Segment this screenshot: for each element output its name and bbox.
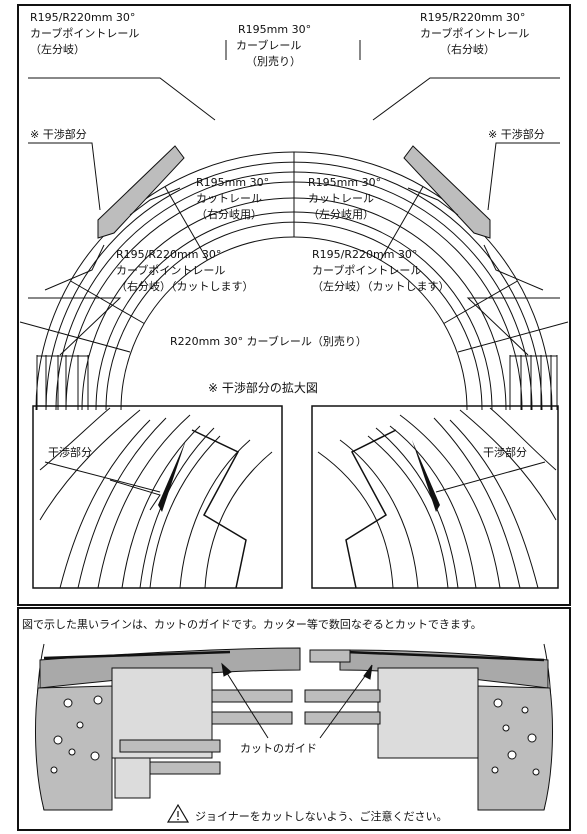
rail-piece-left bbox=[35, 643, 301, 811]
label-cut-rail-left: R195mm 30° カットレール （右分岐用） bbox=[196, 176, 273, 221]
label-bottom-right: R195/R220mm 30° カーブポイントレール （左分岐）（カットします） bbox=[312, 248, 450, 293]
label-bottom-left: R195/R220mm 30° カーブポイントレール （右分岐）（カットします） bbox=[116, 248, 254, 293]
enlarged-title: ※ 干渉部分の拡大図 bbox=[208, 380, 318, 395]
track-ties bbox=[70, 152, 518, 324]
label-top-center: R195mm 30° カーブレール （別売り） bbox=[236, 23, 315, 68]
detail-left bbox=[32, 405, 283, 589]
leader-lines bbox=[19, 40, 569, 356]
label-cut-rail-right: R195mm 30° カットレール （左分岐用） bbox=[308, 176, 385, 221]
detail-left-label: 干渉部分 bbox=[48, 445, 92, 459]
track-ends bbox=[36, 355, 558, 410]
warning-text: ジョイナーをカットしないよう、ご注意ください。 bbox=[195, 809, 448, 823]
label-bottom-curve: R220mm 30° カーブレール（別売り） bbox=[170, 334, 367, 348]
cut-guide-label: カットのガイド bbox=[240, 742, 317, 755]
guide-instruction: 図で示した黒いラインは、カットのガイドです。カッター等で数回なぞるとカットできま… bbox=[22, 617, 482, 631]
detail-right-label: 干渉部分 bbox=[483, 445, 527, 459]
label-interference-left: ※ 干渉部分 bbox=[30, 127, 87, 141]
bottom-frame bbox=[17, 607, 571, 831]
cut-rail-right-shade bbox=[403, 145, 491, 239]
track-joint-1 bbox=[164, 186, 208, 261]
main-frame bbox=[17, 4, 571, 606]
track-joint-3 bbox=[380, 186, 424, 261]
label-interference-right: ※ 干渉部分 bbox=[488, 127, 545, 141]
label-top-right: R195/R220mm 30° カーブポイントレール （右分岐） bbox=[420, 11, 533, 56]
rail-piece-right bbox=[304, 643, 553, 811]
track-joint-0 bbox=[70, 280, 145, 324]
warning-icon bbox=[166, 803, 190, 823]
cut-rail-left-shade bbox=[97, 145, 185, 239]
detail-right bbox=[311, 405, 559, 589]
track-joint-4 bbox=[443, 280, 518, 324]
cut-guide-arrows bbox=[221, 662, 373, 739]
label-top-left: R195/R220mm 30° カーブポイントレール （左分岐） bbox=[30, 11, 143, 56]
